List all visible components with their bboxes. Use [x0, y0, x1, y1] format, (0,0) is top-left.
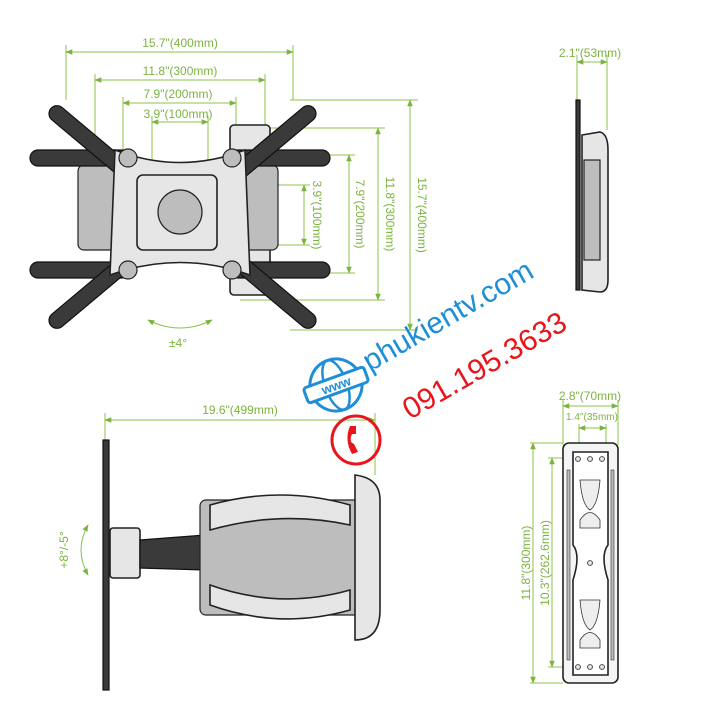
extension-length: 19.6"(499mm) — [202, 403, 278, 417]
plate-height: 11.8"(300mm) — [519, 526, 533, 601]
arm-joints — [118, 148, 242, 280]
dim-v-200: 7.9"(200mm) — [353, 180, 367, 249]
dim-h-200: 7.9"(200mm) — [144, 87, 213, 101]
plate-hole-spacing-h: 1.4"(35mm) — [566, 412, 618, 423]
tilt-arc — [80, 524, 89, 576]
dim-v-400: 15.7"(400mm) — [415, 177, 429, 253]
swivel-angle: ±4° — [169, 336, 187, 350]
mounting-holes — [575, 456, 605, 670]
dim-v-300: 11.8"(300mm) — [383, 177, 397, 252]
profile-depth: 2.1"(53mm) — [559, 46, 621, 60]
dim-v-100: 3.9"(100mm) — [310, 181, 324, 250]
wall-plate-view: 2.8"(70mm) 1.4"(35mm) 11.8"(300mm) 10.3"… — [519, 389, 621, 684]
side-profile: 2.1"(53mm) — [559, 46, 621, 293]
phone-icon — [330, 414, 382, 466]
dim-h-300: 11.8"(300mm) — [143, 64, 218, 78]
dim-h-100: 3.9"(100mm) — [144, 107, 213, 121]
tilt-angle: +8°/-5° — [57, 531, 71, 568]
swivel-arc — [147, 319, 213, 329]
dim-h-400: 15.7"(400mm) — [142, 36, 218, 50]
front-view: 15.7"(400mm) 11.8"(300mm) 7.9"(200mm) 3.… — [29, 36, 429, 350]
watermark: www phukientv.com 091.195.3633 — [302, 254, 572, 466]
tv-bracket-edge — [354, 474, 381, 641]
plate-hole-spacing-v: 10.3"(262.6mm) — [538, 520, 552, 606]
center-hub — [157, 189, 203, 235]
wall-plate-edge — [102, 439, 110, 691]
plate-width: 2.8"(70mm) — [559, 389, 621, 403]
side-view: 19.6"(499mm) +8°/-5° — [57, 403, 381, 691]
